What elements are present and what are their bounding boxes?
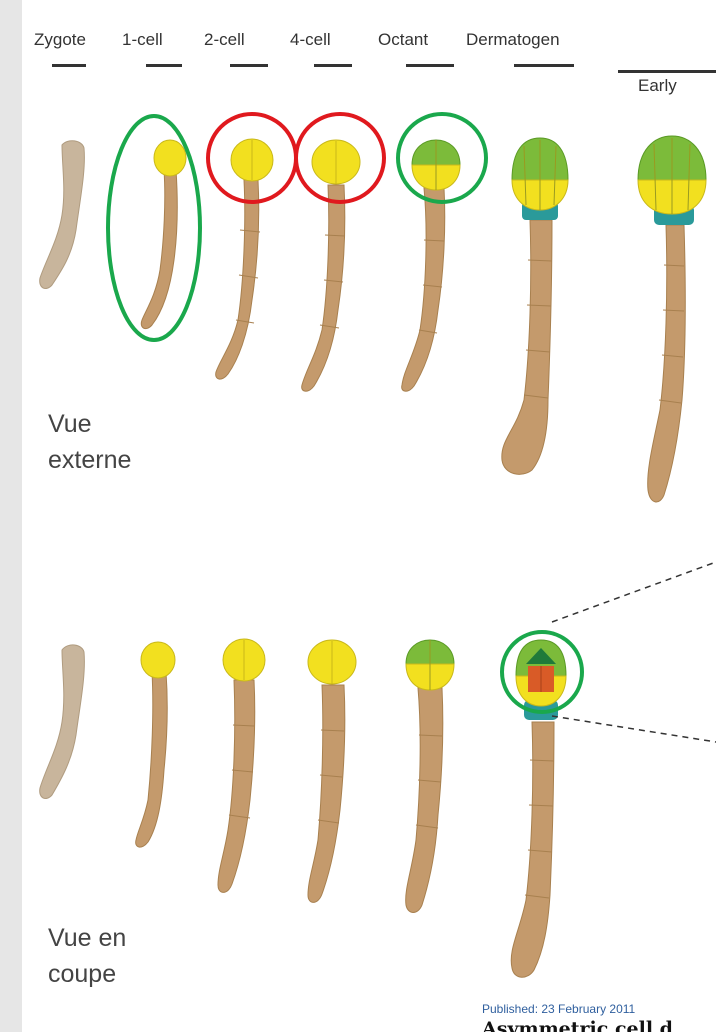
view-label-section-line1: Vue en xyxy=(48,920,126,956)
embryo-illustration xyxy=(22,0,716,1032)
embryo-2-cell-top xyxy=(216,139,273,379)
embryo-early-top xyxy=(638,136,706,502)
embryo-octant-bottom xyxy=(406,640,454,913)
embryo-dermatogen-bottom xyxy=(511,640,566,977)
paper-title: Asymmetric cell d xyxy=(482,1018,673,1032)
embryo-4-cell-top xyxy=(302,140,360,391)
embryo-2-cell-bottom xyxy=(218,639,265,892)
embryo-dermatogen-top xyxy=(502,138,568,474)
embryo-4-cell-bottom xyxy=(308,640,356,902)
view-label-external: Vue externe xyxy=(48,406,131,478)
view-label-external-line1: Vue xyxy=(48,406,131,442)
published-date: Published: 23 February 2011 xyxy=(482,1002,635,1016)
embryo-1-cell-top xyxy=(141,140,186,329)
view-label-external-line2: externe xyxy=(48,442,131,478)
zygote-top xyxy=(40,141,85,289)
view-label-section-line2: coupe xyxy=(48,956,126,992)
embryo-octant-top xyxy=(402,140,460,391)
figure-canvas: Zygote 1-cell 2-cell 4-cell Octant Derma… xyxy=(22,0,716,1032)
zoom-line-lower xyxy=(552,716,716,742)
view-label-section: Vue en coupe xyxy=(48,920,126,992)
zygote-bottom xyxy=(40,645,85,799)
zoom-line-upper xyxy=(552,562,716,622)
embryo-1-cell-bottom xyxy=(136,642,175,847)
